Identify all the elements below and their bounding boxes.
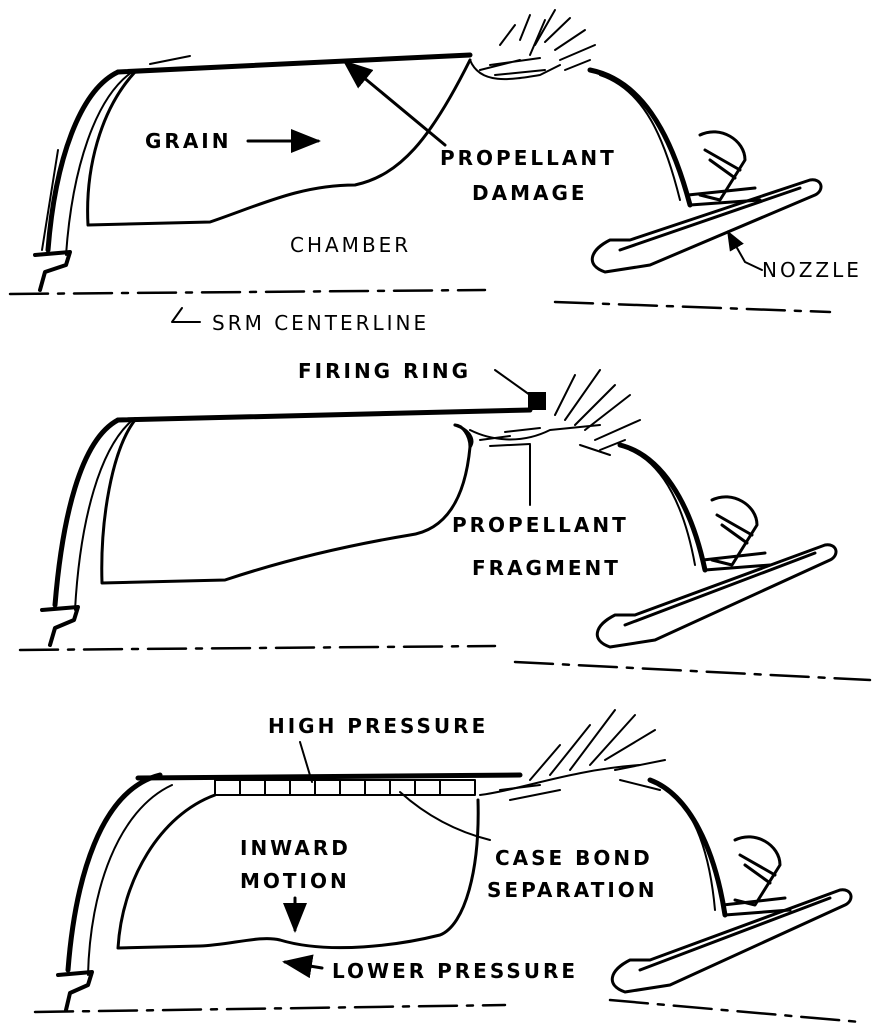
label-inward-motion-1: INWARD <box>240 836 351 860</box>
label-case-bond-2: SEPARATION <box>487 878 658 902</box>
damage-burst <box>470 10 595 79</box>
nozzle <box>597 497 836 647</box>
arrow-nozzle <box>728 232 762 270</box>
case-wall <box>55 420 118 605</box>
centerline-pointer <box>172 308 200 322</box>
centerline-3 <box>35 1005 505 1012</box>
label-high-pressure: HIGH PRESSURE <box>268 714 488 738</box>
vent-burst <box>480 710 665 800</box>
label-propellant-damage-1: PROPELLANT <box>440 146 617 170</box>
label-srm-centerline: SRM CENTERLINE <box>212 311 429 335</box>
label-propellant-fragment-2: FRAGMENT <box>472 556 621 580</box>
centerline-2 <box>20 646 495 650</box>
case-top <box>118 55 470 72</box>
label-firing-ring: FIRING RING <box>298 359 471 383</box>
label-case-bond-1: CASE BOND <box>495 846 653 870</box>
case-wall-inner <box>66 70 135 255</box>
arrow-lower-pressure <box>285 962 322 968</box>
label-lower-pressure: LOWER PRESSURE <box>332 959 578 983</box>
nozzle <box>592 132 821 272</box>
panel-2-propellant-fragment: FIRING RING PROPELLANT FRAGMENT <box>20 359 870 680</box>
label-propellant-damage-2: DAMAGE <box>472 181 588 205</box>
label-propellant-fragment-1: PROPELLANT <box>452 513 629 537</box>
arrow-propellant-damage <box>345 62 445 145</box>
label-inward-motion-2: MOTION <box>240 869 350 893</box>
label-grain: GRAIN <box>145 129 231 153</box>
bond-separation-cells <box>215 780 475 795</box>
case-top <box>138 775 520 778</box>
case-top <box>118 410 530 420</box>
case-wall <box>68 775 160 970</box>
grain-outline <box>102 420 470 583</box>
panel-3-case-bond-separation: HIGH PRESSURE INWARD MOTION CASE BOND SE… <box>35 710 860 1022</box>
panel-1-propellant-damage: GRAIN PROPELLANT DAMAGE CHAMBER NOZZLE S… <box>10 10 862 335</box>
label-chamber: CHAMBER <box>290 233 411 257</box>
centerline-1 <box>10 290 485 294</box>
pointer-firing-ring <box>495 370 530 395</box>
label-nozzle: NOZZLE <box>762 258 862 282</box>
